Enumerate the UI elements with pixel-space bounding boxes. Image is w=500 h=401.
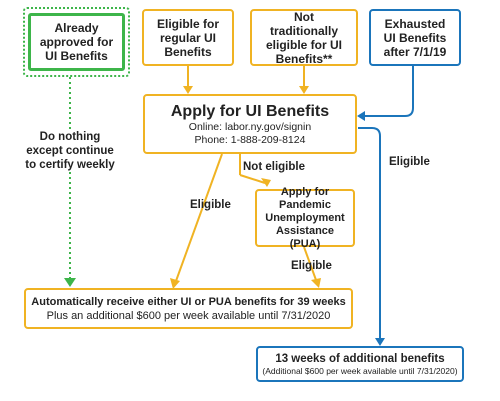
exhausted-text: Exhausted UI Benefits after 7/1/19 — [383, 16, 447, 59]
connector-pua-to-auto — [303, 246, 317, 281]
not-traditional-box: Not traditionally eligible for UI Benefi… — [250, 9, 358, 66]
connector-apply-to-auto — [175, 153, 223, 282]
eligible-regular-box: Eligible for regular UI Benefits — [142, 9, 234, 66]
apply-phone: Phone: 1-888-209-8124 — [194, 133, 306, 146]
weeks-sub: (Additional $600 per week available unti… — [262, 365, 458, 376]
connector-apply-to-weeks — [358, 127, 381, 338]
already-approved-box: Already approved for UI Benefits — [23, 7, 130, 77]
arrowhead-regular — [183, 86, 193, 94]
exhausted-box: Exhausted UI Benefits after 7/1/19 — [369, 9, 461, 66]
auto-receive-sub: Plus an additional $600 per week availab… — [46, 309, 331, 322]
already-approved-text: Already approved for UI Benefits — [39, 21, 114, 63]
weeks-title: 13 weeks of additional benefits — [275, 352, 445, 365]
auto-receive-title: Automatically receive either UI or PUA b… — [31, 295, 346, 308]
already-approved-inner: Already approved for UI Benefits — [28, 13, 125, 71]
auto-receive-box: Automatically receive either UI or PUA b… — [24, 288, 353, 329]
arrowhead-approved — [64, 278, 76, 287]
arrowhead-auto-right — [311, 278, 321, 288]
apply-online: Online: labor.ny.gov/signin — [188, 120, 312, 133]
arrowhead-exhausted-apply — [357, 111, 365, 121]
apply-title: Apply for UI Benefits — [170, 102, 330, 120]
arrowhead-nottrad — [299, 86, 309, 94]
not-traditional-text: Not traditionally eligible for UI Benefi… — [265, 9, 342, 66]
eligible-left-label: Eligible — [190, 199, 231, 211]
pua-text: Apply for Pandemic Unemployment Assistan… — [265, 185, 345, 250]
apply-box: Apply for UI Benefits Online: labor.ny.g… — [143, 94, 357, 154]
eligible-regular-text: Eligible for regular UI Benefits — [156, 16, 219, 59]
not-eligible-label: Not eligible — [243, 161, 305, 173]
pua-box: Apply for Pandemic Unemployment Assistan… — [255, 186, 355, 250]
arrowhead-pua — [261, 178, 271, 187]
do-nothing-label: Do nothing except continue to certify we… — [20, 130, 120, 172]
connector-exhausted-to-apply — [364, 66, 414, 117]
arrowhead-auto-left — [170, 278, 180, 289]
eligible-right-label: Eligible — [389, 156, 430, 168]
eligible-pua-label: Eligible — [291, 260, 332, 272]
weeks-box: 13 weeks of additional benefits (Additio… — [256, 346, 464, 382]
arrowhead-weeks — [375, 338, 385, 346]
